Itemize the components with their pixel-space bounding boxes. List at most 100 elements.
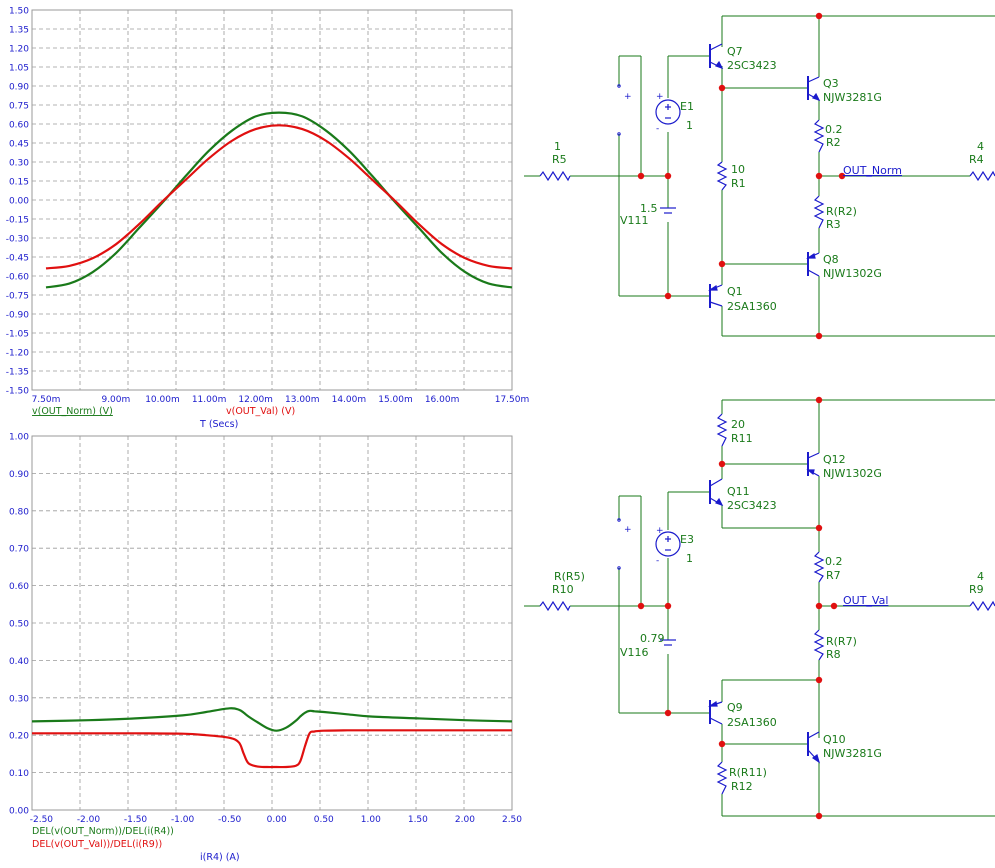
resistor-r10 [539,600,571,612]
label-out-val: OUT_Val [843,594,888,607]
x-tick-label: 16.00m [425,395,460,405]
label-r8: R8 [826,648,841,661]
label-e3: E3 [680,533,694,546]
legend-v-out-val: v(OUT_Val) (V) [226,406,295,417]
label-r2: R2 [826,136,841,149]
label-r3: R3 [826,218,841,231]
schematic-top-wires [524,15,995,337]
x-tick-label: -0.50 [218,815,242,825]
y-tick-label: 0.10 [9,769,29,779]
label-r9: R9 [969,583,984,596]
resistor-r2 [813,119,825,153]
y-tick-label: -0.75 [6,292,29,302]
x-tick-label: -1.50 [124,815,148,825]
y-tick-label: -1.20 [6,349,30,359]
label-q3-part: NJW3281G [823,91,882,104]
y-tick-label: -1.05 [6,330,29,340]
legend-del-out-norm: DEL(v(OUT_Norm))/DEL(i(R4)) [32,826,174,837]
x-tick-label: 11.00m [192,395,227,405]
label-e3-src-minus: - [656,556,659,566]
label-r12: R12 [731,780,753,793]
chart-transient: 1.501.351.201.050.900.750.600.450.300.15… [6,7,530,431]
source-e3 [655,531,681,557]
label-r5: R5 [552,153,567,166]
label-e3-src-plus: + [656,526,664,536]
y-tick-label: 1.05 [9,64,29,74]
schematic-top-components [539,43,995,308]
label-q3: Q3 [823,77,839,90]
x-tick-label: -2.50 [30,815,54,825]
x-tick-label: 1.00 [361,815,381,825]
resistor-r11 [716,413,728,447]
y-tick-label: 0.00 [9,197,29,207]
chart-gain: 1.000.900.800.700.600.500.400.300.200.10… [9,433,522,864]
chart-transient-grid [32,10,512,390]
y-tick-label: 1.00 [9,433,29,443]
y-tick-label: 0.30 [9,694,29,704]
y-tick-label: 0.80 [9,507,29,517]
label-v116: V116 [620,646,649,659]
label-r10: R10 [552,583,574,596]
schematic-top-pins [617,84,621,136]
label-r9-value: 4 [977,570,984,583]
y-tick-label: 1.20 [9,45,29,55]
y-tick-label: 0.60 [9,121,29,131]
schematic-bottom-components [539,413,995,795]
label-q9-part: 2SA1360 [727,716,777,729]
chart-gain-xlabel: i(R4) (A) [200,852,240,863]
label-q1: Q1 [727,285,743,298]
y-tick-label: -0.60 [6,273,30,283]
label-e3-plus: + [624,525,632,535]
label-r12-value: R(R11) [729,766,767,779]
resistor-r12 [716,761,728,795]
series-line-1 [31,707,513,732]
schematic-bottom: 20 R11 Q12 NJW1302G Q11 2SC3423 E3 1 + +… [524,396,995,820]
y-tick-label: 0.90 [9,83,29,93]
y-tick-label: -0.15 [6,216,29,226]
y-tick-label: -0.90 [6,311,30,321]
x-tick-label: 0.00 [267,815,287,825]
chart-transient-yticks: 1.501.351.201.050.900.750.600.450.300.15… [6,7,30,397]
x-tick-label: 1.50 [408,815,428,825]
label-q10: Q10 [823,733,846,746]
label-r7: R7 [826,569,841,582]
resistor-r1 [716,161,728,191]
resistor-r9 [969,600,995,612]
y-tick-label: 0.20 [9,732,29,742]
y-tick-label: -0.30 [6,235,30,245]
legend-del-out-val: DEL(v(OUT_Val))/DEL(i(R9)) [32,839,162,850]
y-tick-label: 0.70 [9,545,29,555]
x-tick-label: 0.50 [314,815,334,825]
x-tick-label: 10.00m [145,395,180,405]
label-q12-part: NJW1302G [823,467,882,480]
chart-transient-series [45,111,513,289]
label-r4: R4 [969,153,984,166]
resistor-r4 [969,170,995,182]
label-q11: Q11 [727,485,750,498]
x-tick-label: -1.00 [171,815,195,825]
label-q7-part: 2SC3423 [727,59,777,72]
label-e1-plus: + [624,92,632,102]
y-tick-label: 0.30 [9,159,29,169]
label-e1-src-minus: - [656,124,659,134]
label-r2-value: 0.2 [825,123,843,136]
label-r1: R1 [731,177,746,190]
y-tick-label: -1.35 [6,368,29,378]
resistor-r7 [813,551,825,583]
y-tick-label: -0.45 [6,254,29,264]
x-tick-label: 9.00m [101,395,130,405]
y-tick-label: 1.35 [9,26,29,36]
label-r4-value: 4 [977,140,984,153]
y-tick-label: 0.00 [9,807,29,817]
label-v111: V111 [620,214,649,227]
y-tick-label: 1.50 [9,7,29,17]
label-r11: R11 [731,432,753,445]
y-tick-label: 0.45 [9,140,29,150]
y-tick-label: 0.50 [9,620,29,630]
y-tick-label: 0.90 [9,470,29,480]
schematic-bottom-nodes [637,396,838,820]
y-tick-label: -1.50 [6,387,30,397]
chart-transient-xlabel: T (Secs) [199,419,238,430]
label-q11-part: 2SC3423 [727,499,777,512]
